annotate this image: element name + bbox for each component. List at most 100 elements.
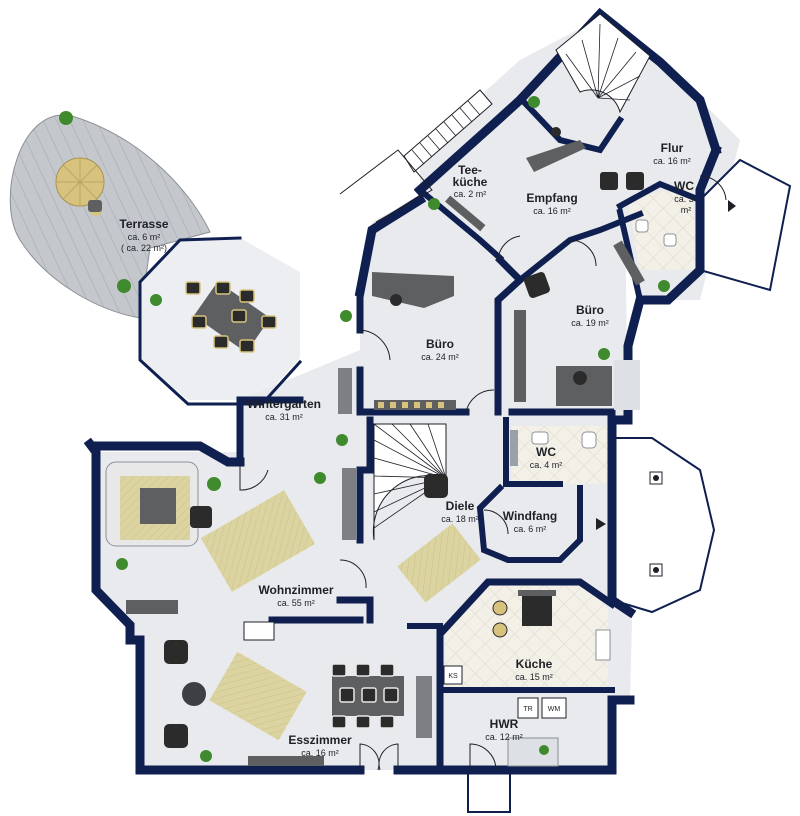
area-diele: ca. 18 m² <box>441 514 479 524</box>
outer-wall-south-east <box>393 695 635 775</box>
area-empfang: ca. 16 m² <box>533 206 571 216</box>
terrace-deck <box>9 114 211 319</box>
living-rug-2 <box>209 651 307 741</box>
fixture-wm-box <box>541 697 567 719</box>
wall-buero-south <box>356 366 470 416</box>
door-arc <box>465 389 495 413</box>
label-hwr: HWR <box>490 717 519 731</box>
label-buero-rechts: Büro <box>576 303 604 317</box>
label-fixture-ks: KS <box>448 673 458 680</box>
plant <box>117 279 131 293</box>
plants <box>59 96 670 762</box>
area-buero-rechts: ca. 19 m² <box>571 318 609 328</box>
plant <box>336 434 348 446</box>
area-wohnzimmer: ca. 55 m² <box>277 598 315 608</box>
plant <box>207 477 221 491</box>
coffee-table <box>140 488 176 524</box>
wall-wintergarden-living <box>236 396 304 466</box>
label-terrasse: Terrasse <box>119 217 168 231</box>
stair-block <box>614 360 640 410</box>
label-teekueche-1: Tee- <box>458 163 482 177</box>
plant <box>428 198 440 210</box>
area-windfang: ca. 6 m² <box>514 524 547 534</box>
plant <box>340 310 352 322</box>
wall-flur-wc <box>615 180 704 211</box>
room-labels: Terrasse ca. 6 m² ( ca. 22 m²) Wintergar… <box>119 141 694 758</box>
plant <box>658 280 670 292</box>
kitchen-island <box>522 592 552 626</box>
fixture-ks-box <box>443 665 463 685</box>
area-hwr: ca. 12 m² <box>485 732 523 742</box>
outer-wall-buero-west <box>354 193 427 298</box>
wall-buero-east <box>494 255 526 416</box>
area-flur: ca. 16 m² <box>653 156 691 166</box>
entrance-porch <box>467 771 511 813</box>
wall-stair-diele <box>356 416 374 544</box>
label-diele: Diele <box>446 499 475 513</box>
label-wc-mitte: WC <box>536 445 556 459</box>
label-buero-links: Büro <box>426 337 454 351</box>
area-wintergarten: ca. 31 m² <box>265 412 303 422</box>
door-arc <box>469 743 497 771</box>
entry-arrow-icon <box>596 518 606 530</box>
wc-top-tiles <box>628 184 700 270</box>
door-arc <box>378 743 399 771</box>
office-desk-right <box>556 366 612 406</box>
outer-wall-west <box>83 437 245 775</box>
door-arc <box>339 559 367 589</box>
label-wohnzimmer: Wohnzimmer <box>258 583 333 597</box>
label-windfang: Windfang <box>503 509 558 523</box>
area-teekueche: ca. 2 m² <box>454 189 487 199</box>
label-kueche: Küche <box>516 657 553 671</box>
kitchen-tiles <box>445 582 608 688</box>
area-terrasse-total: ( ca. 22 m²) <box>121 243 167 253</box>
bay-window-floor <box>611 437 716 614</box>
area-wc-mitte: ca. 4 m² <box>530 460 563 470</box>
living-rug <box>200 490 316 592</box>
area-buero-links: ca. 24 m² <box>421 352 459 362</box>
hall-rug <box>397 523 481 603</box>
area-wc-oben-1: ca. 3 <box>674 194 694 204</box>
plant <box>59 111 73 125</box>
label-wc-oben: WC <box>674 179 694 193</box>
wall-teekueche <box>415 185 505 263</box>
plant <box>200 750 212 762</box>
plant <box>314 472 326 484</box>
plant <box>150 294 162 306</box>
label-fixture-wm: WM <box>548 706 561 713</box>
outer-wall-north-west-living <box>91 441 245 467</box>
plant <box>598 348 610 360</box>
door-arc <box>699 175 727 201</box>
area-terrasse: ca. 6 m² <box>128 232 161 242</box>
label-empfang: Empfang <box>526 191 577 205</box>
wintergarden-glass-walls <box>138 236 303 406</box>
plant <box>528 96 540 108</box>
wall-wc-middle <box>503 417 563 487</box>
plant <box>116 558 128 570</box>
door-arc <box>359 329 391 361</box>
straight-stair-upper <box>339 89 493 223</box>
entry-arrow-icon <box>728 200 736 212</box>
door-arc <box>497 235 521 261</box>
area-esszimmer: ca. 16 m² <box>301 748 339 758</box>
wall-windfang <box>476 483 583 563</box>
label-teekueche-2: küche <box>453 175 488 189</box>
door-arc <box>239 462 269 491</box>
furniture <box>55 127 677 767</box>
outer-wall-upper-right <box>623 144 722 425</box>
reception-desk <box>526 140 586 172</box>
area-wc-oben-2: m² <box>681 205 692 215</box>
spiral-stair-upper <box>555 13 651 114</box>
outer-wall-east <box>607 415 637 619</box>
label-esszimmer: Esszimmer <box>288 733 352 747</box>
plant <box>539 745 549 755</box>
door-arc <box>569 239 597 267</box>
fixture-tr-box <box>517 697 539 719</box>
wall-living-diele <box>336 596 374 624</box>
doors <box>239 175 727 771</box>
staircases <box>339 13 651 541</box>
door-arc <box>483 509 509 535</box>
label-flur: Flur <box>661 141 684 155</box>
label-fixture-tr: TR <box>523 706 532 713</box>
